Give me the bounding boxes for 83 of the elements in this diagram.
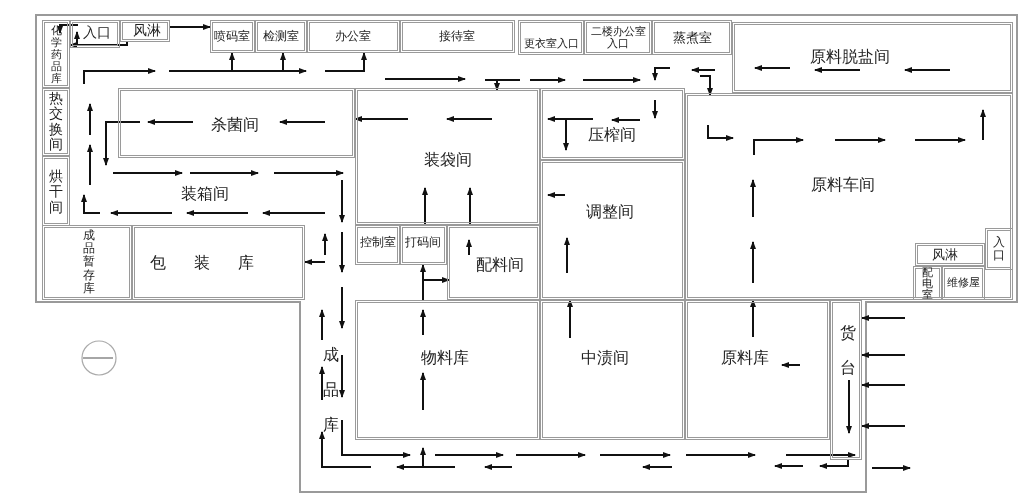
room <box>70 20 120 48</box>
room-label: 入口 <box>993 235 1005 263</box>
room <box>42 225 132 300</box>
room <box>584 20 652 55</box>
room <box>355 225 400 265</box>
arrow <box>422 277 450 283</box>
room-label: 二楼办公室入口 <box>590 25 646 51</box>
room <box>518 20 584 55</box>
room-label: 装袋间 <box>424 151 472 169</box>
arrow <box>420 264 426 301</box>
room <box>985 228 1013 270</box>
area-label: 装箱间 <box>181 185 229 203</box>
arrow <box>422 187 428 226</box>
room-label: 杀菌间 <box>211 116 259 134</box>
room-label: 压榨间 <box>588 126 636 144</box>
room <box>685 300 830 440</box>
arrow <box>861 423 906 429</box>
arrow <box>484 79 521 91</box>
room <box>42 20 70 88</box>
arrow <box>750 299 756 338</box>
arrow <box>861 352 906 358</box>
room-label: 物料库 <box>421 349 469 367</box>
arrow <box>324 52 367 72</box>
room-label: 喷码室 <box>214 30 250 44</box>
room-label: 控制室 <box>360 236 396 250</box>
room <box>830 300 862 460</box>
arrow <box>861 382 906 388</box>
room-label: 烘干间 <box>49 168 63 216</box>
arrow <box>699 75 713 96</box>
room <box>307 20 400 53</box>
arrow <box>229 52 235 72</box>
room <box>42 88 70 156</box>
room-label: 成品暂存库 <box>83 229 95 295</box>
room <box>42 156 70 226</box>
room <box>255 20 307 53</box>
room <box>685 93 1013 300</box>
room <box>540 160 685 300</box>
room-label: 包装库 <box>150 254 282 272</box>
room-label: 风淋 <box>932 247 958 263</box>
room-label: 蒸煮室 <box>672 30 712 46</box>
arrow <box>467 187 473 226</box>
room <box>652 20 732 55</box>
arrow <box>169 24 211 30</box>
room-label: 原料车间 <box>811 176 875 194</box>
room <box>915 243 985 266</box>
arrow <box>354 116 409 122</box>
arrow <box>304 259 326 265</box>
room-label: 中渍间 <box>581 349 629 367</box>
room <box>210 20 255 53</box>
arrow <box>280 52 286 72</box>
room-label: 原料脱盐间 <box>810 48 890 66</box>
room <box>540 300 685 440</box>
room <box>540 88 685 160</box>
room-label: 调整间 <box>586 203 634 221</box>
area-label: 成品库 <box>323 344 339 437</box>
room <box>400 20 515 53</box>
room-label: 维修屋 <box>946 276 980 290</box>
room-label: 配电室 <box>921 266 933 300</box>
room <box>355 300 540 440</box>
room-label: 热交换间 <box>49 91 63 153</box>
room-label: 更衣室入口 <box>523 37 579 51</box>
room-label: 化学药品库 <box>50 24 62 86</box>
room <box>732 22 1013 93</box>
room <box>132 225 305 300</box>
arrow <box>74 31 128 46</box>
room-label: 货台 <box>840 321 856 379</box>
room <box>118 88 355 158</box>
room <box>120 20 170 42</box>
room-label: 检测室 <box>263 30 299 44</box>
room <box>447 225 540 300</box>
room <box>400 225 447 265</box>
room-label: 入口 <box>83 25 111 41</box>
room-label: 接待室 <box>439 30 475 44</box>
room-label: 配料间 <box>476 256 524 274</box>
room-label: 原料库 <box>721 349 769 367</box>
room-label: 风淋 <box>133 23 161 39</box>
room <box>355 88 540 225</box>
arrow <box>861 315 906 321</box>
room-label: 打码间 <box>405 236 441 250</box>
room <box>913 266 942 300</box>
room <box>942 266 985 300</box>
room-label: 办公室 <box>335 30 371 44</box>
arrow <box>567 299 573 339</box>
